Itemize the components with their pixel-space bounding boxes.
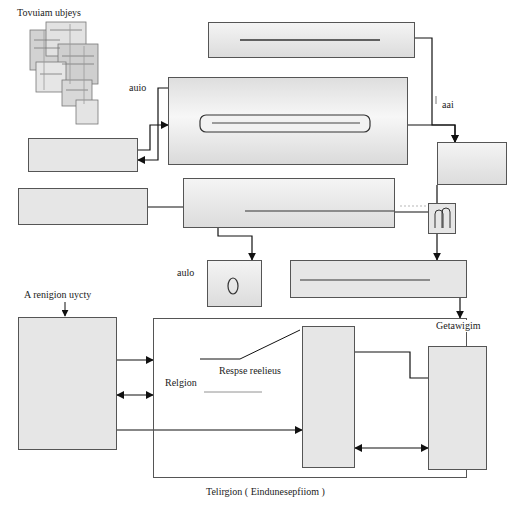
box-heading: A renigion uycty (23, 289, 92, 301)
connector (395, 211, 428, 212)
connector (138, 125, 168, 150)
connector (436, 234, 437, 260)
annotation-label: aai (441, 99, 455, 111)
inner-line (300, 279, 430, 280)
diagram-title: Tovuiam ubjeys (16, 7, 82, 19)
process-box (168, 77, 408, 165)
connector (117, 429, 302, 430)
process-box: A renigion uycty (18, 317, 117, 450)
connector (408, 125, 455, 142)
process-box (437, 142, 507, 185)
connector (117, 394, 153, 395)
process-box (208, 22, 415, 58)
connector (138, 88, 168, 160)
connector (459, 298, 460, 318)
diagram-caption: Telirgion ( Eindunesepfiiom ) (205, 486, 326, 498)
region-box (153, 318, 467, 478)
process-box (428, 203, 456, 234)
process-box (18, 188, 148, 225)
connector (355, 447, 428, 448)
connector (148, 206, 183, 207)
annotation-label: Respse reelieus (218, 365, 282, 377)
box-heading: Getawigim (435, 320, 481, 332)
annotation-label: aulo (176, 267, 195, 279)
tick-mark (436, 96, 437, 104)
leader-line (204, 392, 262, 393)
inner-line (240, 39, 380, 41)
inner-rounded-slot (200, 115, 370, 132)
process-box (207, 260, 262, 307)
connector (355, 352, 428, 378)
process-box (183, 178, 395, 228)
inner-line (245, 210, 394, 211)
coil-symbol (435, 208, 450, 228)
annotation-label: Relgion (164, 377, 198, 389)
connector (415, 38, 455, 142)
process-box (290, 260, 467, 298)
connector (436, 185, 437, 203)
leader-line (200, 330, 300, 359)
sketch-illustration (30, 22, 98, 124)
annotation-label: auio (128, 82, 147, 94)
inner-line (212, 123, 360, 124)
connector (117, 359, 153, 360)
hatch-mark (400, 206, 426, 207)
heading-arrow (65, 302, 66, 316)
process-box (28, 138, 138, 172)
connector (218, 228, 252, 260)
process-box: Getawigim (428, 346, 487, 470)
ring-symbol (228, 278, 238, 294)
process-box (302, 326, 355, 468)
